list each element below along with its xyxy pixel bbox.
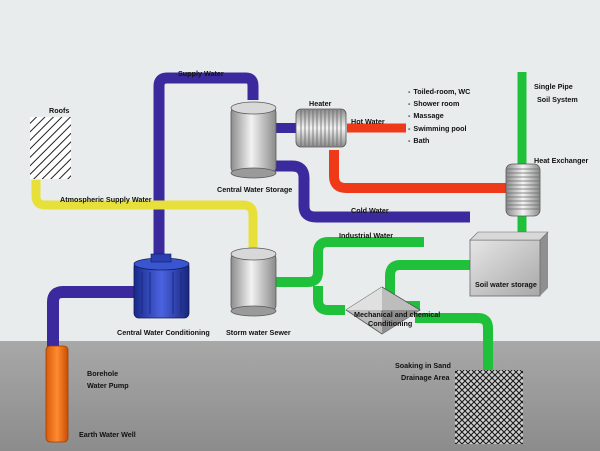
label-water-pump: Water Pump bbox=[87, 381, 129, 390]
drainage-area bbox=[455, 370, 523, 444]
list-item: -Bath bbox=[408, 135, 430, 145]
label-drainage-area: Drainage Area bbox=[401, 373, 450, 382]
industrial-water-pipe bbox=[298, 237, 424, 287]
well-supply-pipe bbox=[47, 286, 138, 348]
label-atmospheric-supply-water: Atmospheric Supply Water bbox=[60, 195, 152, 204]
hot-water-use-label: Swimming pool bbox=[413, 123, 467, 133]
label-central-water-conditioning: Central Water Conditioning bbox=[117, 328, 210, 337]
label-industrial-water: Industrial Water bbox=[339, 231, 394, 240]
supply-water-pipe bbox=[153, 72, 259, 268]
mechanical-conditioning-unit bbox=[345, 286, 421, 335]
central-water-conditioning-tank bbox=[133, 253, 190, 319]
drainage-pipe bbox=[415, 313, 493, 370]
label-hot-water: Hot Water bbox=[351, 117, 385, 126]
label-heat-exchanger: Heat Exchanger bbox=[534, 156, 589, 165]
hot-water-use-label: Shower room bbox=[413, 99, 460, 109]
label-single-pipe: Single Pipe bbox=[534, 82, 573, 91]
label-soil-water-storage: Soil water storage bbox=[475, 280, 537, 289]
list-item: -Swimming pool bbox=[408, 123, 467, 133]
heat-exchanger-pipe bbox=[329, 150, 506, 193]
list-item: -Shower room bbox=[408, 99, 460, 109]
hot-water-use-label: Bath bbox=[413, 135, 430, 145]
label-supply-water: Supply Water bbox=[178, 69, 224, 78]
borehole-water-pump bbox=[45, 345, 69, 443]
label-soil-system: Soil System bbox=[537, 95, 578, 104]
list-item: -Massage bbox=[408, 111, 444, 121]
storm-water-sewer-tank bbox=[230, 247, 277, 317]
roofs-block bbox=[30, 117, 71, 179]
label-soaking-in-sand: Soaking in Sand bbox=[395, 361, 451, 370]
atmospheric-supply-pipe bbox=[31, 180, 258, 248]
label-earth-water-well: Earth Water Well bbox=[79, 430, 136, 439]
heater-coil bbox=[295, 108, 347, 148]
label-cold-water: Cold Water bbox=[351, 206, 389, 215]
hot-water-uses-list: -Toiled-room, WC -Shower room -Massage -… bbox=[408, 86, 470, 147]
label-roofs: Roofs bbox=[49, 106, 70, 115]
label-mechanical-chemical: Mechanical and chemical bbox=[354, 310, 441, 319]
label-conditioning: Conditioning bbox=[368, 319, 413, 328]
hot-water-use-label: Massage bbox=[413, 111, 444, 121]
label-borehole: Borehole bbox=[87, 369, 119, 378]
label-storm-water-sewer: Storm water Sewer bbox=[226, 328, 291, 337]
hot-water-use-label: Toiled-room, WC bbox=[413, 87, 471, 96]
list-item: -Toiled-room, WC bbox=[408, 87, 471, 96]
cold-water-pipe bbox=[275, 160, 470, 223]
central-water-storage-tank bbox=[230, 101, 277, 179]
heat-exchanger-coil bbox=[505, 163, 541, 217]
conditioning-inlet-pipe bbox=[313, 286, 345, 315]
label-central-water-storage: Central Water Storage bbox=[217, 185, 293, 194]
soil-water-storage-box bbox=[469, 231, 549, 297]
label-heater: Heater bbox=[309, 99, 332, 108]
